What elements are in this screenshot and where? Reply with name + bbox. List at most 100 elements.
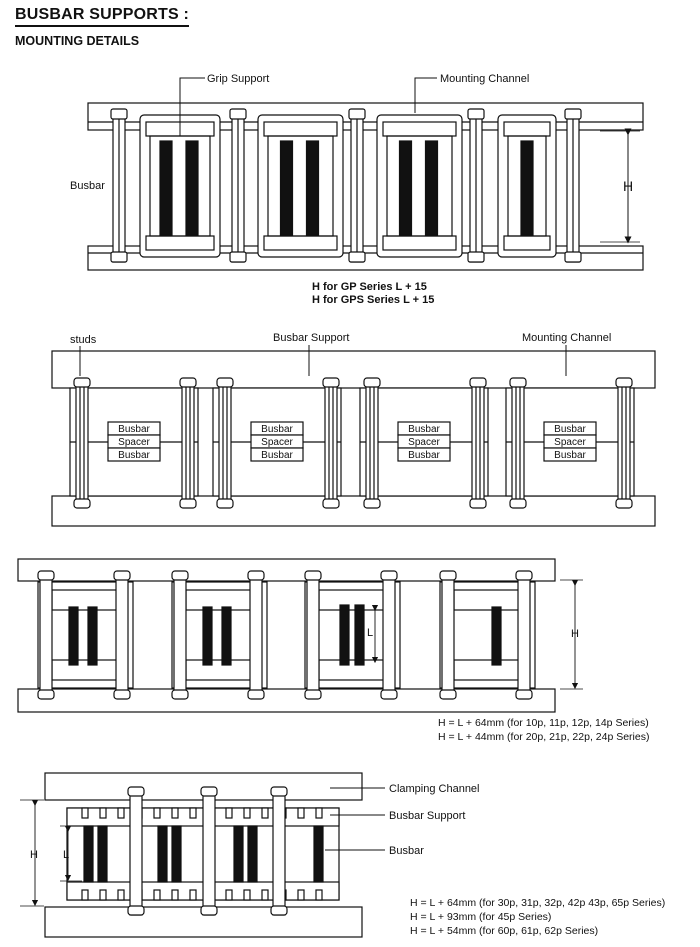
top-channel-3 — [17, 558, 556, 582]
busbar-label-4: Busbar — [389, 845, 424, 857]
stack-box — [543, 447, 597, 462]
studs-label: studs — [70, 334, 97, 346]
stud-nut — [127, 786, 145, 797]
stack-label: Busbar — [554, 450, 586, 461]
stud — [306, 577, 320, 695]
tooth — [117, 889, 125, 901]
stud-nut — [37, 570, 55, 581]
busbar-label-1: Busbar — [70, 180, 105, 192]
stud-nut — [348, 108, 366, 120]
stud — [272, 792, 286, 916]
stud-nut — [127, 905, 145, 916]
stack-label: Spacer — [261, 437, 293, 448]
stud-nut — [179, 377, 197, 388]
busbar — [305, 140, 320, 236]
figure-2-stud-support: BusbarSpacerBusbarBusbarSpacerBusbarBusb… — [51, 350, 656, 527]
l-label-3: L — [367, 627, 373, 639]
stack-label: Spacer — [118, 437, 150, 448]
stud-nut — [113, 689, 131, 700]
tooth — [81, 889, 89, 901]
stud-nut — [216, 498, 234, 509]
stud-nut — [304, 689, 322, 700]
stud — [173, 577, 187, 695]
stud — [39, 577, 53, 695]
grip-inner — [267, 135, 334, 237]
busbar — [398, 140, 413, 236]
stud — [471, 384, 485, 504]
tooth — [117, 807, 125, 819]
note-gp: H for GP Series L + 15 — [312, 281, 427, 293]
stud-nut — [615, 377, 633, 388]
busbar — [83, 825, 94, 883]
stud — [617, 384, 631, 504]
stud-nut — [247, 570, 265, 581]
bottom-channel-3 — [17, 688, 556, 713]
stud-nut — [564, 251, 582, 263]
stud — [441, 577, 455, 695]
tooth — [171, 807, 179, 819]
stack-box — [107, 447, 161, 462]
h-label-4: H — [30, 849, 38, 861]
stack-label: Busbar — [408, 450, 440, 461]
grip-inner — [386, 135, 453, 237]
stud-nut — [439, 689, 457, 700]
stud — [249, 577, 263, 695]
stud-nut — [179, 498, 197, 509]
busbar — [279, 140, 294, 236]
stud-nut — [615, 498, 633, 509]
stud-nut — [380, 570, 398, 581]
stud-nut — [37, 689, 55, 700]
stud-nut — [363, 498, 381, 509]
stud — [324, 384, 338, 504]
stud-nut — [322, 377, 340, 388]
tooth — [243, 807, 251, 819]
stack-box — [250, 447, 304, 462]
stud-nut — [270, 786, 288, 797]
tooth — [297, 807, 305, 819]
stud-nut — [247, 689, 265, 700]
stud-nut — [229, 108, 247, 120]
busbar — [247, 825, 258, 883]
stud-nut — [270, 905, 288, 916]
top-mounting-channel-2 — [51, 350, 656, 389]
page-subtitle: MOUNTING DETAILS — [15, 34, 140, 48]
stud-nut — [439, 570, 457, 581]
tooth — [315, 807, 323, 819]
stud-nut — [200, 786, 218, 797]
stud-nut — [200, 905, 218, 916]
mounting-channel-label-1: Mounting Channel — [440, 73, 529, 85]
stud-nut — [469, 377, 487, 388]
tooth — [225, 889, 233, 901]
busbar — [339, 604, 350, 666]
tooth — [261, 807, 269, 819]
tooth — [99, 889, 107, 901]
fig4-note-1: H = L + 64mm (for 30p, 31p, 32p, 42p 43p… — [410, 897, 665, 909]
stud — [129, 792, 143, 916]
stack-label: Busbar — [118, 424, 150, 435]
stud-nut — [509, 377, 527, 388]
stud-nut — [171, 689, 189, 700]
stud-nut — [467, 251, 485, 263]
stud — [115, 577, 129, 695]
busbar — [87, 606, 98, 666]
stud-nut — [515, 570, 533, 581]
stack-label: Spacer — [554, 437, 586, 448]
grip-support-label: Grip Support — [207, 73, 269, 85]
busbar — [171, 825, 182, 883]
tooth — [189, 889, 197, 901]
tooth — [243, 889, 251, 901]
busbar — [424, 140, 439, 236]
stud — [365, 384, 379, 504]
busbar — [97, 825, 108, 883]
fig4-note-2: H = L + 93mm (for 45p Series) — [410, 911, 551, 923]
mounting-channel-leader-1 — [414, 77, 437, 113]
figure-4-clamping-channel — [44, 772, 363, 938]
busbar — [157, 825, 168, 883]
stud-nut — [380, 689, 398, 700]
stack-label: Busbar — [261, 450, 293, 461]
stud-nut — [469, 498, 487, 509]
stud — [181, 384, 195, 504]
stud-nut — [509, 498, 527, 509]
stud-nut — [322, 498, 340, 509]
fig3-note-1: H = L + 64mm (for 10p, 11p, 12p, 14p Ser… — [438, 717, 649, 729]
